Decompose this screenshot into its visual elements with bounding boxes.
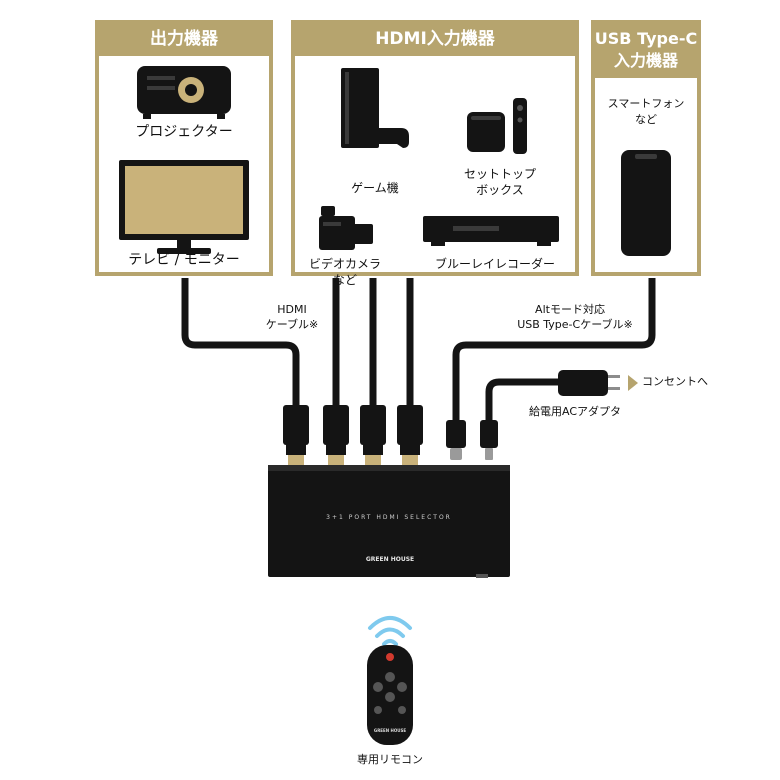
usbc-cable-label-line1: Altモード対応 — [535, 303, 605, 316]
usbc-panel-title-line1: USB Type-C — [594, 29, 698, 48]
usbc-panel-body: スマートフォン など — [595, 78, 697, 272]
output-panel-body: プロジェクター テレビ / モニター — [99, 56, 269, 272]
settop-box-label-line1: セットトップ — [463, 167, 536, 181]
device-model-text: 3+1 PORT HDMI SELECTOR — [326, 514, 452, 521]
smartphone-label-line2: など — [635, 113, 657, 126]
remote-brand-logo: GREEN HOUSE — [373, 728, 407, 733]
hdmi-cable-label-line2: ケーブル※ — [265, 318, 319, 331]
hdmi-input-icons — [319, 68, 559, 250]
hdmi-selector-device — [268, 465, 510, 578]
monitor-icon — [119, 160, 249, 254]
output-devices-panel: 出力機器 プロジェクター テレビ / モニター — [95, 20, 273, 276]
remote-control-icon — [367, 645, 413, 745]
outlet-arrow-icon — [628, 375, 638, 391]
hdmi-plug-2 — [323, 405, 349, 465]
hdmi-input-devices-panel: HDMI入力機器 — [291, 20, 579, 287]
settop-box-icon — [467, 98, 527, 154]
projector-icon — [137, 66, 231, 119]
monitor-label: テレビ / モニター — [128, 252, 240, 268]
usbc-cable-phone — [452, 278, 656, 420]
bluray-recorder-label: ブルーレイレコーダー — [434, 257, 555, 271]
hdmi-input-panel-body: ゲーム機 セットトップ ボックス ビデオカメラ など ブルーレイレコーダー — [295, 56, 575, 287]
projector-label: プロジェクター — [135, 124, 233, 140]
game-console-label: ゲーム機 — [351, 181, 399, 195]
ac-adapter-label: 給電用ACアダプタ — [528, 405, 621, 418]
usbc-panel-title-line2: 入力機器 — [613, 51, 678, 70]
video-camera-label-line2: など — [332, 273, 357, 287]
hdmi-plug-4 — [397, 405, 423, 465]
game-console-icon — [341, 68, 409, 148]
device-brand-logo: GREEN HOUSE — [365, 556, 415, 563]
output-panel-title: 出力機器 — [150, 29, 218, 49]
hdmi-input-panel-title: HDMI入力機器 — [375, 29, 495, 49]
usbc-plug — [446, 420, 466, 460]
hdmi-plugs — [283, 405, 423, 465]
hdmi-cable-output — [181, 278, 300, 405]
settop-box-label-line2: ボックス — [476, 183, 524, 197]
video-camera-icon — [319, 206, 373, 250]
smartphone-icon — [621, 150, 671, 256]
outlet-label: コンセントへ — [642, 375, 708, 388]
hdmi-cable-label-line1: HDMI — [277, 303, 307, 316]
video-camera-label-line1: ビデオカメラ — [308, 257, 381, 271]
smartphone-label-line1: スマートフォン — [607, 97, 685, 110]
bluray-recorder-icon — [423, 216, 559, 246]
usbc-cable-label-line2: USB Type-Cケーブル※ — [517, 318, 633, 331]
usbc-input-devices-panel: USB Type-C 入力機器 スマートフォン など — [591, 20, 701, 276]
hdmi-plug-1 — [283, 405, 309, 465]
cable-layer — [181, 278, 656, 420]
power-plug — [480, 420, 498, 460]
remote-label: 専用リモコン — [357, 753, 423, 766]
hdmi-plug-3 — [360, 405, 386, 465]
remote-wifi-icon — [368, 616, 412, 646]
ac-adapter-icon — [558, 370, 620, 396]
output-icons — [119, 66, 249, 254]
power-cable — [485, 378, 558, 420]
